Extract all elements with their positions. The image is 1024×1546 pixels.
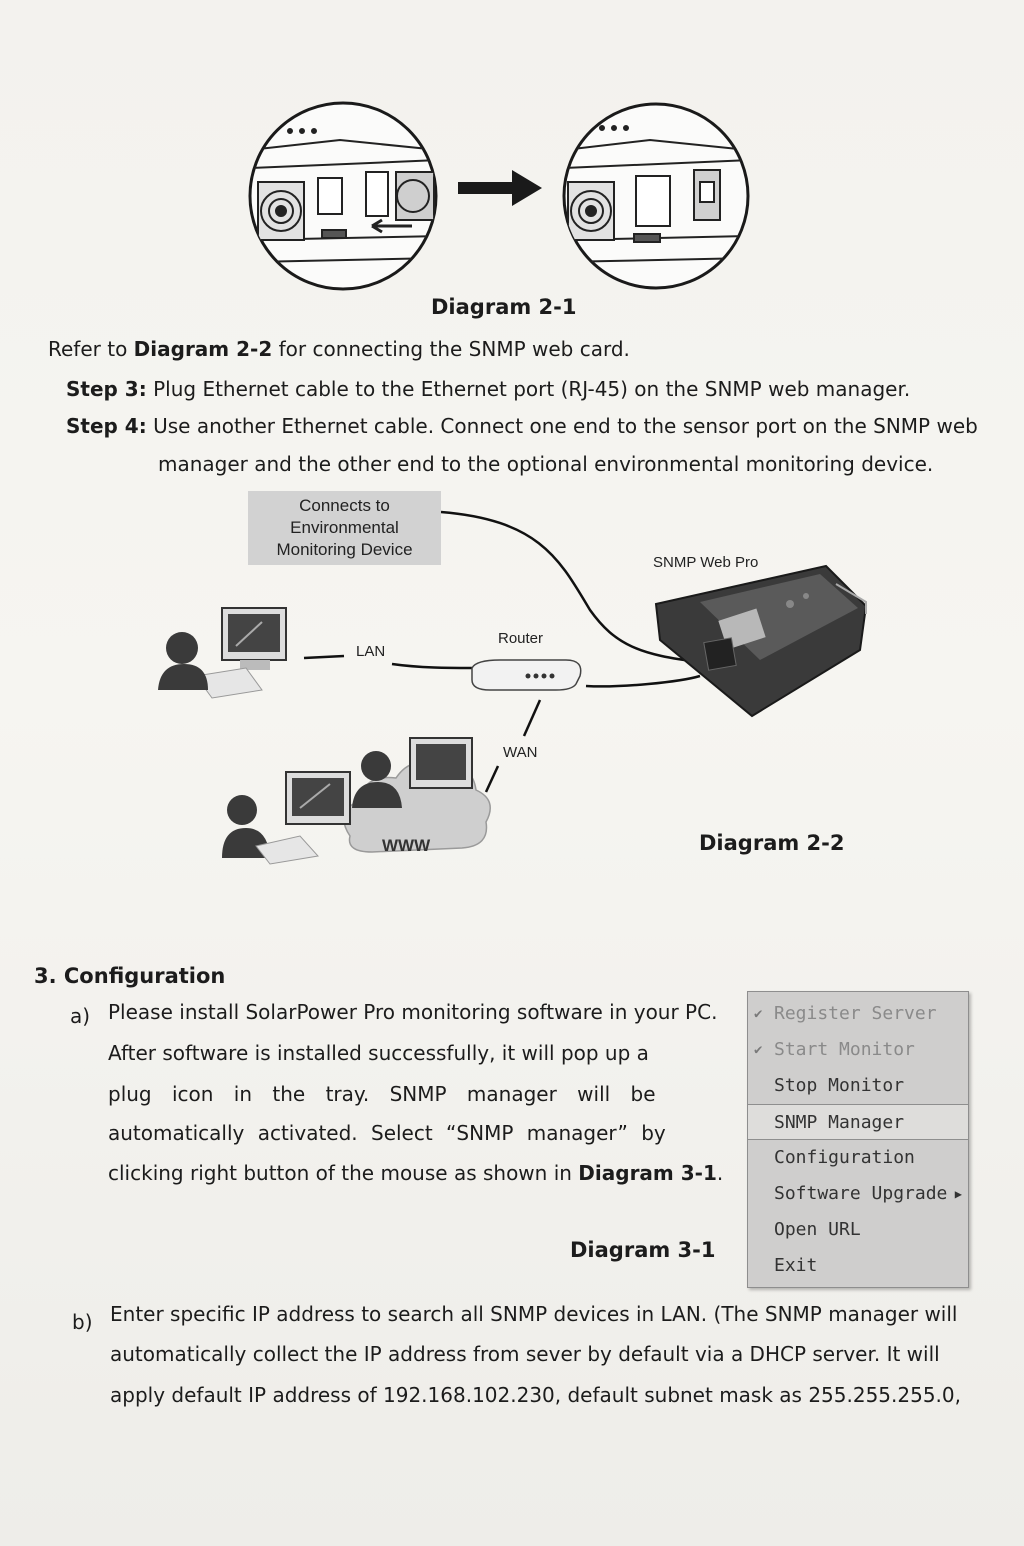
item-b-line-3: apply default IP address of 192.168.102.… bbox=[110, 1383, 961, 1407]
lan-label: LAN bbox=[356, 643, 386, 660]
arrow-icon bbox=[458, 170, 542, 206]
check-icon: ✔ bbox=[754, 1006, 763, 1022]
item-b-marker: b) bbox=[72, 1310, 93, 1334]
check-icon: ✔ bbox=[754, 1042, 763, 1058]
intro-text: Refer to Diagram 2-2 for connecting the … bbox=[48, 337, 630, 361]
wan-users-icon bbox=[222, 737, 473, 865]
lan-cable bbox=[391, 662, 473, 670]
step-4: Step 4: Use another Ethernet cable. Conn… bbox=[66, 414, 978, 438]
item-a-line-4: automatically activated. Select “SNMP ma… bbox=[108, 1121, 666, 1145]
diagram-3-1-caption: Diagram 3-1 bbox=[570, 1238, 716, 1262]
menu-item-snmp-manager[interactable]: SNMP Manager bbox=[748, 1104, 968, 1140]
item-b-line-2: automatically collect the IP address fro… bbox=[110, 1342, 940, 1366]
item-a-line-3: plug icon in the tray. SNMP manager will… bbox=[108, 1082, 656, 1106]
diagram-2-2-caption: Diagram 2-2 bbox=[699, 831, 845, 855]
menu-item-register-server[interactable]: ✔Register Server bbox=[748, 996, 968, 1032]
menu-item-start-monitor[interactable]: ✔Start Monitor bbox=[748, 1032, 968, 1068]
wan-label: WAN bbox=[503, 744, 538, 761]
item-a-line-2: After software is installed successfully… bbox=[108, 1041, 649, 1065]
step-4-continued: manager and the other end to the optiona… bbox=[158, 452, 934, 476]
snmp-web-pro-label: SNMP Web Pro bbox=[653, 554, 759, 571]
snmp-card-icon bbox=[654, 564, 868, 718]
section-heading: 3. Configuration bbox=[34, 964, 226, 988]
item-a-line-5: clicking right button of the mouse as sh… bbox=[108, 1161, 724, 1185]
sensor-cable bbox=[440, 510, 701, 664]
item-a-marker: a) bbox=[70, 1004, 91, 1028]
router-to-card-cable bbox=[585, 674, 701, 688]
menu-item-exit[interactable]: Exit bbox=[774, 1255, 818, 1276]
before-circle bbox=[248, 101, 438, 291]
menu-item-configuration[interactable]: Configuration bbox=[774, 1147, 915, 1168]
item-a-line-1: Please install SolarPower Pro monitoring… bbox=[108, 1000, 718, 1024]
menu-item-software-upgrade[interactable]: Software Upgrade▶ bbox=[748, 1176, 968, 1212]
diagram-2-2-illustration bbox=[158, 510, 868, 865]
diagram-2-1-caption: Diagram 2-1 bbox=[431, 295, 577, 319]
environment-callout: Connects to Environmental Monitoring Dev… bbox=[248, 491, 441, 565]
item-b-line-1: Enter specific IP address to search all … bbox=[110, 1302, 958, 1326]
tray-context-menu: ✔Register Server ✔Start Monitor Stop Mon… bbox=[747, 991, 969, 1288]
submenu-arrow-icon: ▶ bbox=[954, 1187, 962, 1201]
www-label: WWW bbox=[382, 836, 431, 855]
router-icon bbox=[471, 659, 582, 691]
menu-item-open-url[interactable]: Open URL bbox=[774, 1219, 861, 1240]
after-circle bbox=[562, 102, 750, 290]
lan-user-icon bbox=[158, 607, 287, 699]
step-3: Step 3: Plug Ethernet cable to the Ether… bbox=[66, 377, 911, 401]
menu-item-stop-monitor[interactable]: Stop Monitor bbox=[774, 1075, 905, 1096]
wan-cable bbox=[522, 699, 542, 737]
router-label: Router bbox=[498, 630, 544, 647]
